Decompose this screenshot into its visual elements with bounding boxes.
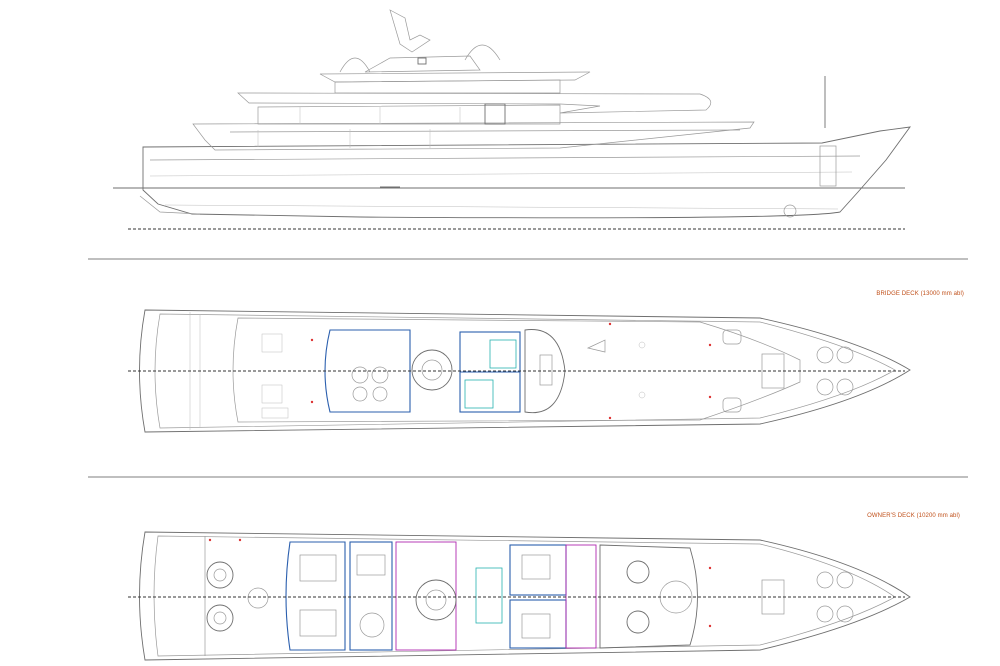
owners-deck-label: OWNER'S DECK (10200 mm abl)	[867, 513, 960, 519]
side-profile	[113, 9, 911, 230]
owners-deck-plan	[128, 531, 911, 661]
bridge-deck-plan	[128, 309, 911, 433]
bridge-deck-label: BRIDGE DECK (13000 mm abl)	[876, 291, 964, 297]
